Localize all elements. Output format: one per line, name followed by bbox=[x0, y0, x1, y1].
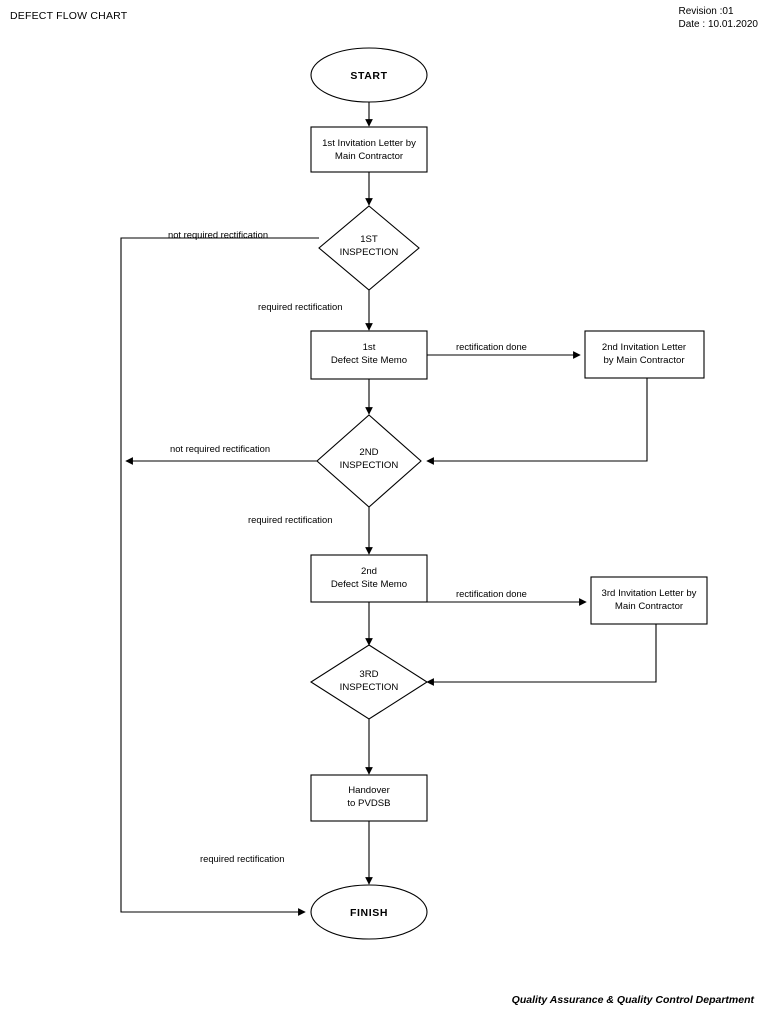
invitation-3-line2: Main Contractor bbox=[615, 601, 684, 612]
edge-label-done-2: rectification done bbox=[456, 588, 527, 599]
inspection-2-line1: 2ND bbox=[359, 447, 378, 458]
revision-text: Revision :01 bbox=[678, 6, 734, 17]
revision-block: Revision :01 Date : 10.01.2020 bbox=[678, 5, 758, 31]
handover-box bbox=[310, 774, 428, 822]
memo-1-box bbox=[310, 330, 428, 380]
node-inspection-3: 3RD INSPECTION bbox=[309, 644, 429, 720]
edge-label-not-required-2: not required rectification bbox=[170, 443, 270, 454]
node-memo-2: 2nd Defect Site Memo bbox=[310, 554, 428, 603]
invitation-3-line1: 3rd Invitation Letter by bbox=[602, 588, 697, 599]
edge-label-not-required-1: not required rectification bbox=[168, 229, 268, 240]
connector-insp1-not-required bbox=[120, 237, 319, 916]
memo-1-line1: 1st bbox=[363, 342, 376, 353]
finish-ellipse bbox=[310, 884, 428, 940]
memo-2-box bbox=[310, 554, 428, 603]
edge-label-required-2: required rectification bbox=[248, 514, 332, 525]
invitation-2-line2: by Main Contractor bbox=[603, 355, 685, 366]
connector-inv3-to-insp3 bbox=[426, 624, 657, 686]
invitation-1-line2: Main Contractor bbox=[335, 151, 404, 162]
edge-label-required-3: required rectification bbox=[200, 853, 284, 864]
invitation-2-line1: 2nd Invitation Letter bbox=[602, 342, 687, 353]
node-invitation-1: 1st Invitation Letter by Main Contractor bbox=[310, 126, 428, 173]
invitation-3-box bbox=[590, 576, 708, 625]
start-label: START bbox=[350, 70, 387, 82]
node-memo-1: 1st Defect Site Memo bbox=[310, 330, 428, 380]
inspection-2-line2: INSPECTION bbox=[340, 460, 399, 471]
memo-1-line2: Defect Site Memo bbox=[331, 355, 407, 366]
node-invitation-3: 3rd Invitation Letter by Main Contractor bbox=[590, 576, 708, 625]
inspection-3-diamond bbox=[309, 644, 429, 720]
inspection-1-line1: 1ST bbox=[360, 234, 378, 245]
handover-line1: Handover bbox=[348, 785, 390, 796]
department-footer: Quality Assurance & Quality Control Depa… bbox=[511, 994, 754, 1006]
inspection-2-diamond bbox=[316, 414, 422, 508]
finish-label: FINISH bbox=[350, 907, 388, 919]
inspection-1-line2: INSPECTION bbox=[340, 247, 399, 258]
node-finish: FINISH bbox=[310, 884, 428, 940]
inspection-1-diamond bbox=[318, 205, 420, 291]
node-inspection-2: 2ND INSPECTION bbox=[316, 414, 422, 508]
start-ellipse bbox=[310, 47, 428, 103]
date-text: Date : 10.01.2020 bbox=[678, 19, 758, 30]
edge-label-done-1: rectification done bbox=[456, 341, 527, 352]
inspection-3-line1: 3RD bbox=[359, 669, 378, 680]
inspection-3-line2: INSPECTION bbox=[340, 682, 399, 693]
memo-2-line2: Defect Site Memo bbox=[331, 579, 407, 590]
memo-2-line1: 2nd bbox=[361, 566, 377, 577]
invitation-1-box bbox=[310, 126, 428, 173]
connector-inv2-to-insp2 bbox=[426, 378, 648, 465]
node-invitation-2: 2nd Invitation Letter by Main Contractor bbox=[584, 330, 705, 379]
edge-label-required-1: required rectification bbox=[258, 301, 342, 312]
handover-line2: to PVDSB bbox=[347, 798, 390, 809]
invitation-2-box bbox=[584, 330, 705, 379]
node-start: START bbox=[310, 47, 428, 103]
node-handover: Handover to PVDSB bbox=[310, 774, 428, 822]
node-inspection-1: 1ST INSPECTION bbox=[318, 205, 420, 291]
page-title: DEFECT FLOW CHART bbox=[10, 10, 128, 22]
invitation-1-line1: 1st Invitation Letter by bbox=[322, 138, 416, 149]
